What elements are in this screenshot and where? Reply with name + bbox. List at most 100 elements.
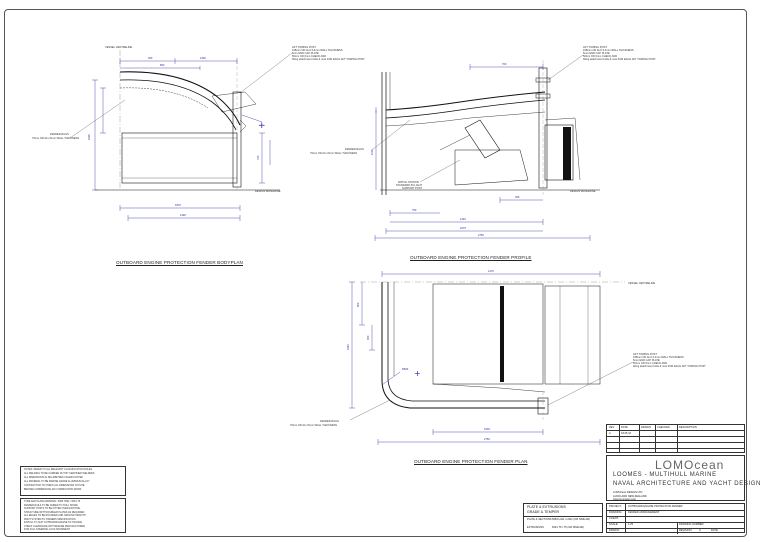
note1-line-1: ALL WELDING TO BE CARRIED OUT BY CERTIFI… — [24, 472, 95, 475]
dim-pr-bot2: 1440 — [460, 217, 466, 221]
dim-bp-top2: 1260 — [200, 56, 206, 60]
tb-client-key: CLIENT: — [609, 517, 619, 520]
label-watch-standard: STANDARD 50 LIGHT — [396, 183, 422, 187]
label-fender-rails-spec: 76mm OD ALU 6mm WALL THICKNESS — [32, 136, 79, 140]
dim-bp-bot1: 1870 — [175, 203, 181, 207]
tb-project-key: PROJECT: — [609, 505, 622, 508]
tb-drawing-key: DRAWING: — [609, 511, 623, 514]
label-fender-rails: FENDER RAILS — [50, 132, 69, 136]
materials-table: PLATE & EXTRUSIONS GRADE & TEMPER PLATE … — [523, 503, 603, 533]
plan-view: 1470 1600 2750 1640 800 450 R500 VESSEL … — [290, 269, 706, 445]
sheet-border — [4, 9, 747, 537]
materials-row1-a: PLATE & SECTIONS — [527, 518, 552, 521]
company-logo: LOMOcean — [655, 458, 725, 472]
materials-row2-a: EXTRUSIONS — [527, 526, 544, 529]
label-fender-rails-b-spec: 76mm OD ALU 6mm WALL THICKNESS — [310, 151, 357, 155]
note1-line-2: ALL DIMENSIONS IN MILLIMETRES UNLESS NOT… — [24, 476, 83, 479]
dim-pr-bot4: 2750 — [478, 233, 484, 237]
company-address-1: LOMOcean DESIGN LTD — [613, 491, 643, 494]
note1-line-5: BEFORE COMMENCING ANY FABRICATION WORK — [24, 488, 82, 491]
note2-line-4: ALL EDGES TO BE ROUNDED AND GROUND SMOOT… — [24, 514, 86, 517]
label-aft-post-c-check: 50mm OD 6mm CHECK AND — [633, 361, 667, 365]
label-watch-station: WATCH STATION — [398, 180, 419, 184]
tb-scale-value: 1:25 — [628, 523, 634, 526]
materials-row1-b: 5083 H111 / H321 (OR SIMILAR) — [552, 518, 591, 521]
label-watch-support: SUPPORT POST — [402, 186, 423, 190]
label-aft-post-c-bolts: fitting attachment bolts & nuts FOR EACH… — [633, 364, 706, 368]
company-address-2: AUCKLAND NEW ZEALAND — [613, 494, 647, 498]
tb-scale-key: SCALE: — [609, 523, 619, 526]
label-aft-post-b-check: 50mm OD 6mm CHECK AND — [583, 54, 617, 58]
label-design-waterline: DESIGN WATERLINE — [255, 189, 281, 193]
dim-pr-bot1: 750 — [412, 208, 417, 212]
materials-row2-b: 6061 T6 / T5 (OR SIMILAR) — [552, 526, 585, 529]
rev-header-date: DATE — [621, 426, 628, 429]
dim-bp-top1: 300 — [148, 56, 153, 60]
rev-header-drawn: DRAWN — [641, 426, 651, 429]
note2-line-5: PAINT SYSTEM TO OWNERS SPECIFICATION — [24, 517, 76, 521]
tb-dwg-key: DRAWING NUMBER: — [679, 523, 705, 526]
view-title-bodyplan: OUTBOARD ENGINE PROTECTION FENDER BODYPL… — [116, 260, 243, 265]
note1-line-0: NOTES: REFER TO ALL RELEVANT CLASSIFICAT… — [24, 468, 93, 471]
label-design-waterline-2: DESIGN WATERLINE — [570, 189, 596, 193]
notes-box-1: NOTES: REFER TO ALL RELEVANT CLASSIFICAT… — [20, 466, 126, 496]
plan-datum-marker: + — [414, 369, 421, 378]
label-aft-post-b-bolts: fitting attachment bolts & nuts FOR EACH… — [583, 57, 656, 61]
tb-drawn-key: DRAWN: — [609, 529, 620, 532]
tb-project-value: OUTBOARD ENGINE PROTECTION FENDER — [628, 505, 683, 508]
tb-rev-key: REVISION: — [679, 529, 693, 532]
label-vessel-centreline-plan: VESSEL CENTRELINE — [628, 281, 655, 285]
dim-pr-top: 700 — [502, 62, 507, 66]
rev-header-rev: REV — [609, 426, 615, 429]
label-aft-post-bolts: fitting attachment bolts & nuts FOR EACH… — [292, 57, 365, 61]
company-tagline: LOOMES - MULTIHULL MARINE — [613, 472, 717, 478]
label-aft-post-c: AFT TOWING POST — [633, 352, 657, 356]
dim-pl-bot2: 2750 — [484, 437, 490, 441]
rev-row1-rev: A — [609, 432, 611, 435]
label-aft-post-b: AFT TOWING POST — [583, 45, 607, 49]
note2-line-6: INSTALL TO SUIT OUTBOARD ENGINE TILT RAN… — [24, 521, 82, 524]
notes-box-2: TUBE AND PLATE MATERIAL: 5083 H321 / 606… — [20, 498, 126, 533]
materials-head1: PLATE & EXTRUSIONS — [527, 505, 566, 509]
label-aft-post-cap: 6mm END CAP PLATE — [292, 51, 319, 55]
fender-rail-lower — [119, 79, 237, 131]
tb-drawing-value: FENDER ARRANGEMENT — [628, 511, 660, 514]
note2-line-0: TUBE AND PLATE MATERIAL: 5083 H321 / 606… — [24, 500, 81, 503]
note2-line-7: CHECK CLEARANCE WITH ENGINE MANUFACTURER — [24, 524, 85, 528]
note2-line-8: FOR FULL STEERING LOCK MOVEMENT — [24, 528, 71, 531]
hull-outline — [121, 132, 238, 184]
view-title-profile: OUTBOARD ENGINE PROTECTION FENDER PROFIL… — [410, 255, 532, 260]
dim-bp-top3: 800 — [160, 63, 165, 67]
logo-block: LOMOcean LOOMES - MULTIHULL MARINE NAVAL… — [606, 455, 760, 501]
title-rows: PROJECT: OUTBOARD ENGINE PROTECTION FEND… — [606, 503, 745, 534]
dim-pr-mid: 400 — [515, 195, 520, 199]
dim-bp-bot2: 1490 — [180, 213, 186, 217]
datum-marker: + — [258, 121, 266, 131]
materials-head2: GRADE & TEMPER — [527, 510, 560, 514]
note1-line-3: ALL MATERIAL TO BE MARINE GRADE ALUMINIU… — [24, 480, 90, 483]
rev-row1-date: 18.05.16 — [621, 432, 632, 435]
body-plan-view: 300 1260 800 1870 1490 1600 700 VESSEL C… — [32, 45, 365, 221]
view-title-plan: OUTBOARD ENGINE PROTECTION FENDER PLAN — [414, 459, 528, 464]
dim-bp-left: 1600 — [87, 134, 91, 140]
profile-view: 700 750 1440 2275 2750 400 1100 DESIGN W… — [310, 45, 656, 241]
note2-line-2: SUPPORT POSTS TO BE FITTED OVER EXISTING — [24, 507, 81, 510]
dim-pl-bot1: 1600 — [484, 427, 490, 431]
label-aft-post-b-spec: 168mm OD ALU 6.4mm WALL THICKNESS — [583, 48, 634, 52]
label-aft-post-b-cap: 6mm END CAP PLATE — [583, 51, 610, 55]
label-aft-post-c-spec: 168mm OD ALU 6.4mm WALL THICKNESS — [633, 355, 684, 359]
tb-date-key: DATE: — [711, 529, 719, 532]
label-fender-rails-c: FENDER RAILS — [320, 419, 339, 423]
label-fender-rails-b: FENDER RAILS — [345, 147, 364, 151]
rev-header-description: DESCRIPTION — [679, 426, 697, 429]
note2-line-1: FENDER RAILS TO BE FAIRED TO HULL SHAPE — [24, 503, 78, 507]
tb-rev-value: A — [699, 529, 701, 532]
label-aft-post-spec: 168mm OD ALU 6.4mm WALL THICKNESS — [292, 48, 343, 52]
note1-line-4: CONTRACTOR TO CHECK ALL DIMENSIONS ON SI… — [24, 484, 85, 487]
dim-pr-left: 1100 — [370, 149, 374, 155]
dim-pl-radius: R500 — [402, 367, 409, 371]
dim-pr-bot3: 2275 — [460, 226, 466, 230]
profile-hull-box — [544, 124, 574, 181]
